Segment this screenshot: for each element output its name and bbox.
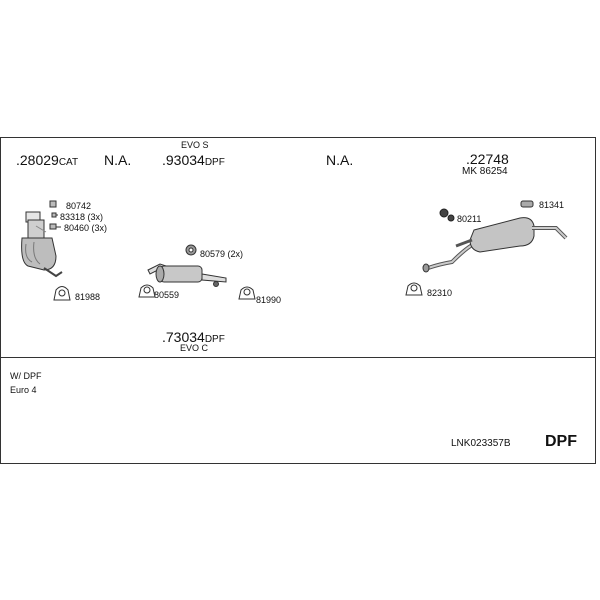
label-80460: 80460 (3x) bbox=[64, 223, 108, 233]
catalytic-converter-icon bbox=[21, 211, 63, 278]
label-81341: 81341 bbox=[539, 200, 565, 210]
diagram-divider bbox=[0, 357, 596, 358]
part-22748: .22748 bbox=[466, 151, 509, 167]
evo-c-label: EVO C bbox=[180, 343, 209, 353]
gasket-icon-81990 bbox=[238, 286, 256, 300]
label-81988: 81988 bbox=[75, 292, 101, 302]
gasket-icon-80559 bbox=[138, 284, 156, 298]
evo-s-label: EVO S bbox=[181, 140, 209, 150]
rubber-mount-icon-80211 bbox=[439, 208, 455, 222]
label-80559: 80559 bbox=[154, 290, 180, 300]
na-left: N.A. bbox=[104, 152, 132, 168]
label-81990: 81990 bbox=[256, 295, 282, 305]
label-80211: 80211 bbox=[457, 214, 482, 224]
dpf-type: DPF bbox=[545, 433, 577, 450]
note-euro-4: Euro 4 bbox=[10, 385, 37, 395]
part-28029: .28029CAT bbox=[16, 152, 79, 168]
assembly-code: LNK023357B bbox=[451, 438, 511, 449]
label-82310: 82310 bbox=[427, 288, 453, 298]
label-83318: 83318 (3x) bbox=[60, 212, 104, 222]
part-73034: .73034DPF bbox=[162, 329, 225, 345]
gasket-icon-81988 bbox=[53, 286, 71, 301]
label-80742: 80742 bbox=[66, 201, 92, 211]
clamp-icon-81341 bbox=[520, 200, 534, 208]
dpf-filter-icon bbox=[147, 263, 227, 287]
part-93034: .93034DPF bbox=[162, 152, 225, 168]
kit-86254: MK 86254 bbox=[462, 166, 508, 177]
clamp-icon-80579 bbox=[185, 244, 197, 256]
note-with-dpf: W/ DPF bbox=[10, 371, 42, 381]
rear-muffler-icon bbox=[422, 217, 568, 273]
gasket-icon-82310 bbox=[405, 282, 423, 296]
label-80579: 80579 (2x) bbox=[200, 249, 244, 259]
na-right: N.A. bbox=[326, 152, 354, 168]
bolt-icon bbox=[49, 200, 61, 230]
diagram-frame bbox=[0, 137, 596, 464]
